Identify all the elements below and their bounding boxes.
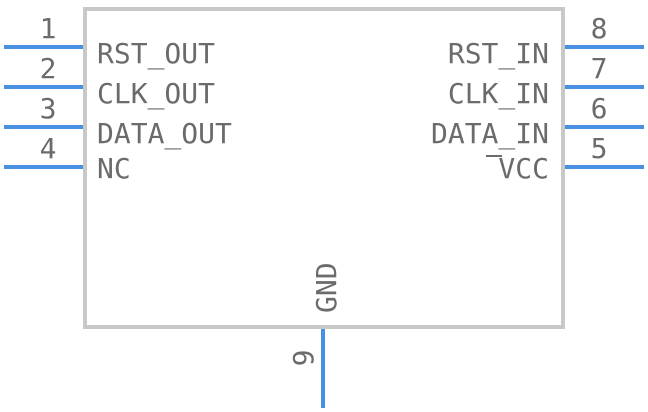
pin-label-rst-out: RST_OUT bbox=[97, 37, 215, 71]
pin-number-3: 3 bbox=[40, 92, 57, 125]
pin-label-vcc: VCC bbox=[498, 152, 549, 185]
pin-number-1: 1 bbox=[40, 12, 57, 45]
pin-label-clk-out: CLK_OUT bbox=[97, 77, 215, 111]
pin-label-data-in: DATA_IN bbox=[431, 117, 549, 151]
pin-number-9: 9 bbox=[287, 350, 320, 367]
pin-label-gnd: GND bbox=[310, 262, 343, 313]
pin-number-4: 4 bbox=[40, 132, 57, 165]
pin-label-clk-in: CLK_IN bbox=[448, 77, 549, 111]
pin-number-7: 7 bbox=[591, 52, 608, 85]
pin-number-6: 6 bbox=[591, 92, 608, 125]
pin-number-2: 2 bbox=[40, 52, 57, 85]
pin-number-8: 8 bbox=[591, 12, 608, 45]
component-body bbox=[83, 7, 565, 329]
pin-number-5: 5 bbox=[591, 132, 608, 165]
pin-label-data-out: DATA_OUT bbox=[97, 117, 232, 151]
pin-label-rst-in: RST_IN bbox=[448, 37, 549, 71]
pin-label-nc: NC bbox=[97, 152, 131, 185]
